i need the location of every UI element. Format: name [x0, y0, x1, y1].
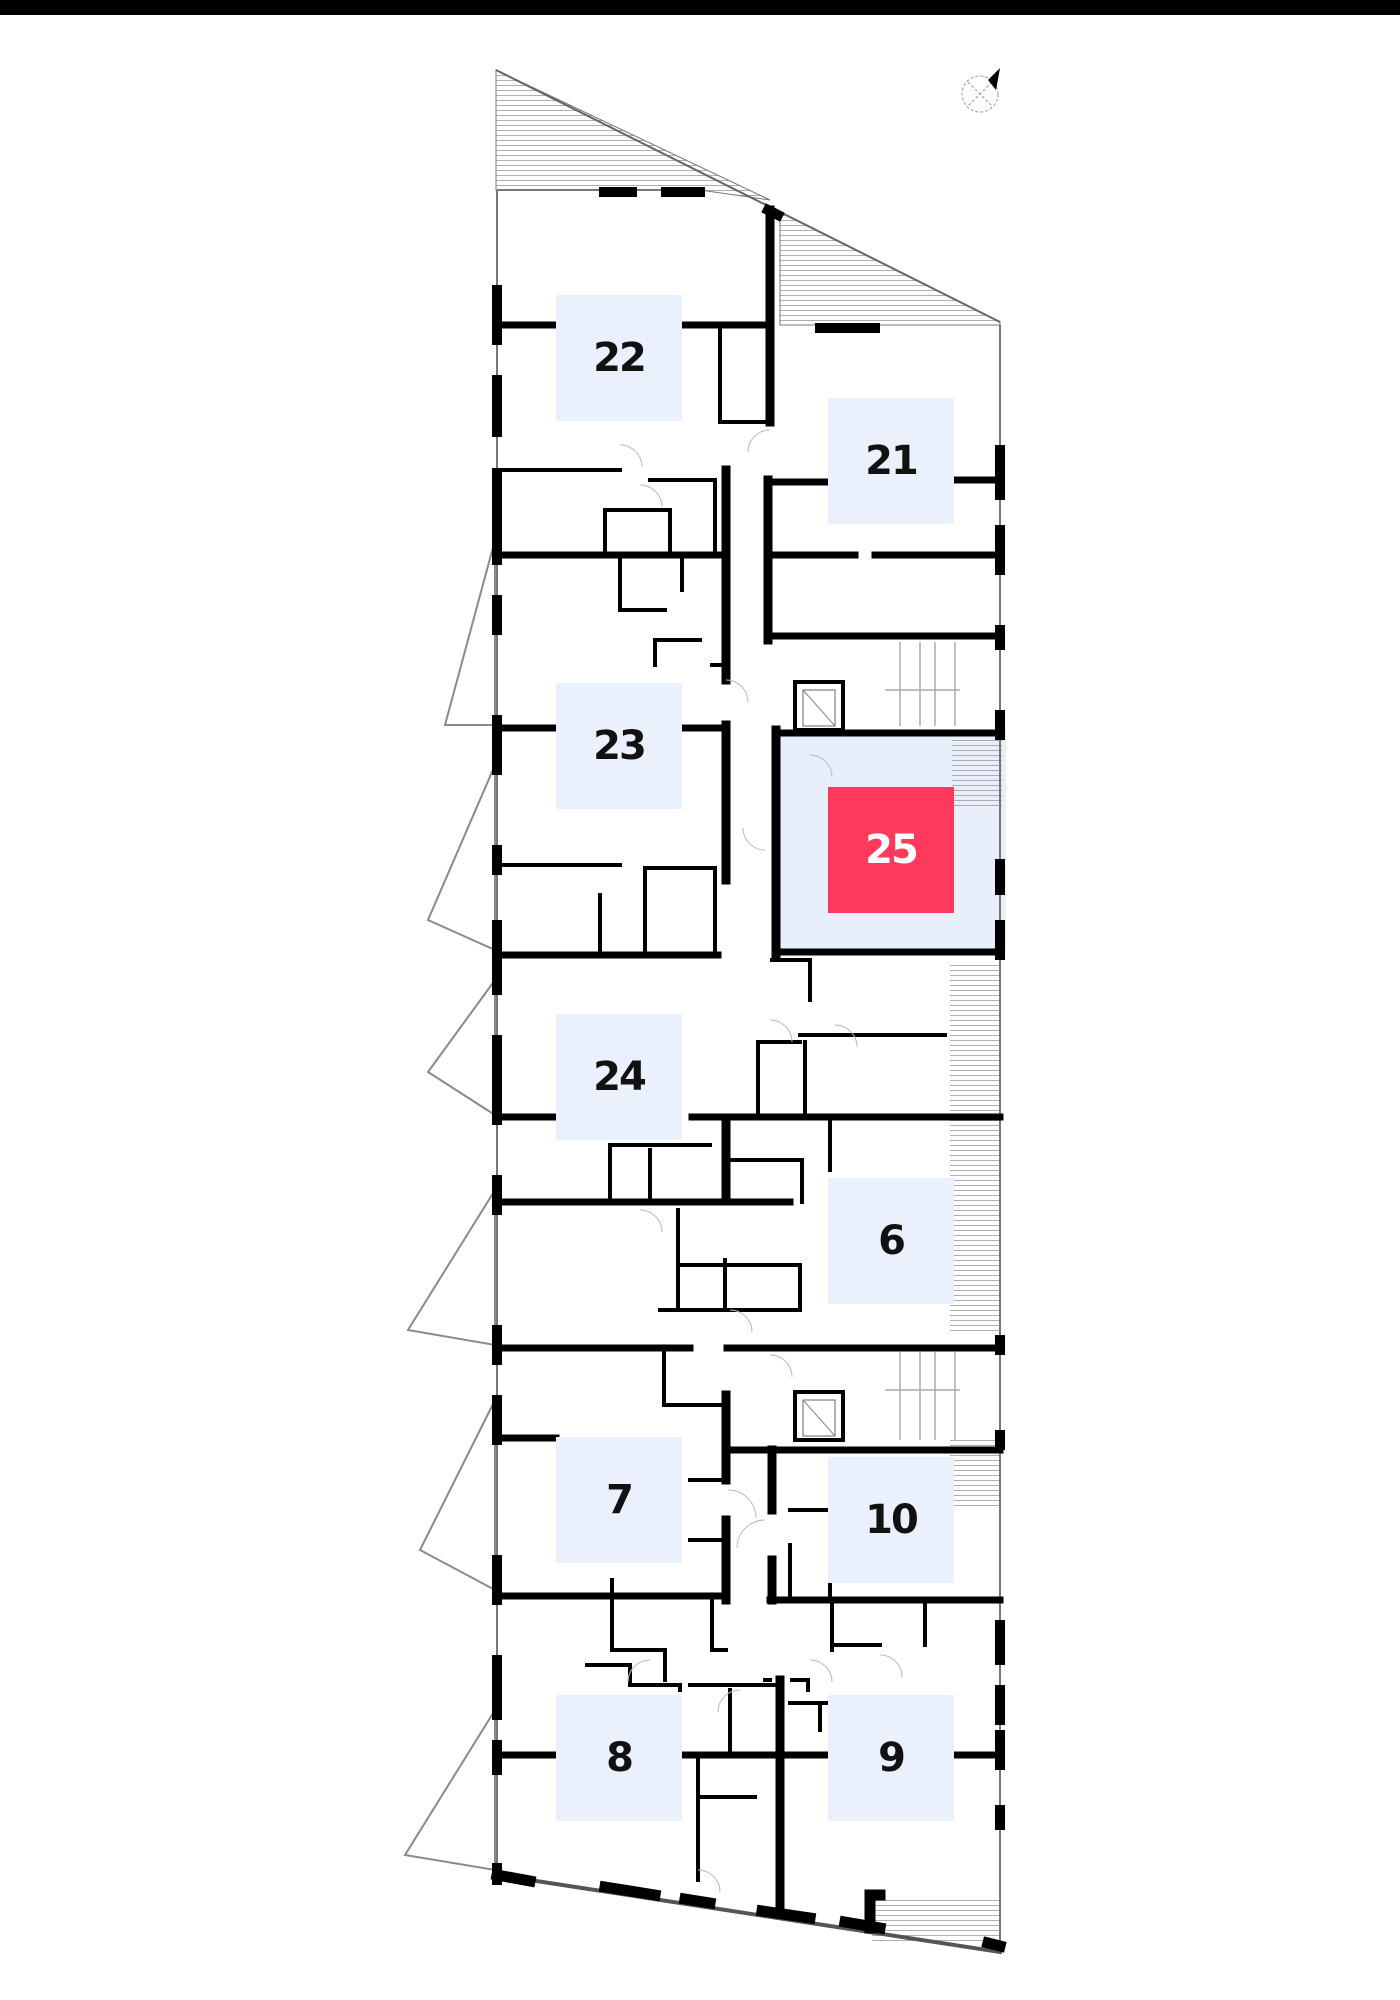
- north-arrow-icon: [961, 68, 1000, 113]
- balcony-left-2: [426, 764, 496, 952]
- balcony-right-25: [952, 738, 1002, 810]
- stairs-lower: [885, 1352, 960, 1440]
- unit-label-7[interactable]: 7: [556, 1437, 682, 1563]
- unit-label-10[interactable]: 10: [828, 1457, 954, 1583]
- unit-label-9[interactable]: 9: [828, 1695, 954, 1821]
- unit-label-25[interactable]: 25: [828, 787, 954, 913]
- bottom-wall: [494, 1872, 1003, 1955]
- unit-label-22[interactable]: 22: [556, 295, 682, 421]
- balcony-left-3: [426, 976, 496, 1117]
- balcony-left-1: [443, 539, 496, 726]
- elevator-lower: [793, 1390, 845, 1442]
- unit-label-23[interactable]: 23: [556, 683, 682, 809]
- top-bar: [0, 0, 1400, 15]
- balcony-left-5: [418, 1399, 496, 1592]
- unit-label-8[interactable]: 8: [556, 1695, 682, 1821]
- stairs-upper: [885, 642, 960, 726]
- balcony-left-6: [403, 1706, 496, 1872]
- balcony-right-mid: [950, 962, 1000, 1332]
- unit-label-6[interactable]: 6: [828, 1178, 954, 1304]
- balcony-left-4: [406, 1186, 496, 1347]
- unit-label-24[interactable]: 24: [556, 1014, 682, 1140]
- elevator-upper: [793, 680, 845, 732]
- unit-label-21[interactable]: 21: [828, 398, 954, 524]
